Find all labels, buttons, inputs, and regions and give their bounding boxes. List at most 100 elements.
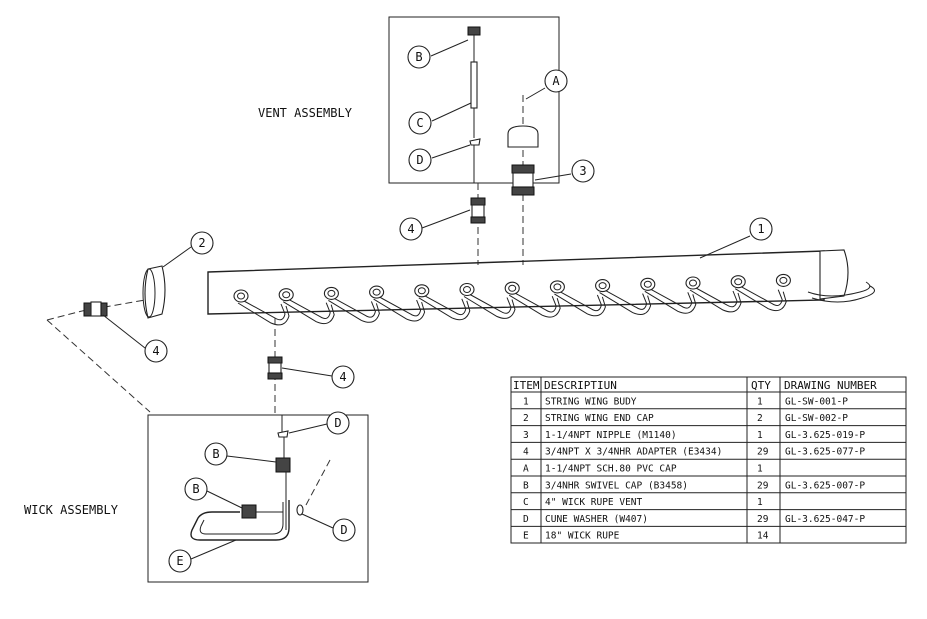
table-cell-qty: 1	[757, 464, 763, 475]
svg-text:4: 4	[152, 344, 159, 358]
table-cell-description: 3/4NPT X 3/4NHR ADAPTER (E3434)	[545, 447, 722, 458]
svg-text:B: B	[192, 482, 199, 496]
table-cell-item: 4	[523, 447, 529, 458]
table-row: 3 1-1/4NPT NIPPLE (M1140) 1 GL-3.625-019-P	[523, 430, 865, 441]
outlet-port	[685, 276, 742, 313]
table-cell-drawing-number: GL-3.625-047-P	[785, 514, 865, 525]
table-cell-qty: 29	[757, 514, 769, 525]
outlet-port	[369, 285, 426, 322]
table-cell-description: 3/4NHR SWIVEL CAP (B3458)	[545, 480, 688, 491]
outlet-port	[323, 286, 380, 323]
callout-wick-b1: B	[204, 442, 277, 466]
table-header-item: ITEM	[513, 379, 540, 392]
svg-text:2: 2	[198, 236, 205, 250]
table-cell-qty: 14	[757, 531, 769, 542]
table-cell-description: 4" WICK RUPE VENT	[545, 497, 643, 508]
table-cell-qty: 29	[757, 480, 769, 491]
callout-mid-4: 4	[281, 365, 355, 389]
table-cell-description: STRING WING BUDY	[545, 396, 637, 407]
callout-vent-c: C	[408, 102, 472, 135]
callout-vent-d: D	[408, 144, 471, 172]
table-cell-item: 3	[523, 430, 529, 441]
table-header-qty: QTY	[751, 379, 771, 392]
table-cell-description: STRING WING END CAP	[545, 413, 654, 424]
pipe-nipple	[511, 164, 535, 196]
svg-text:B: B	[415, 50, 422, 64]
mid-adapter	[267, 356, 283, 380]
table-cell-item: A	[523, 464, 529, 475]
outlet-port	[414, 284, 471, 321]
table-cell-item: E	[523, 531, 529, 542]
table-cell-description: CUNE WASHER (W407)	[545, 514, 648, 525]
wick-assembly-detail	[147, 414, 369, 583]
vent-swivel-cap	[467, 26, 481, 36]
table-row: C 4" WICK RUPE VENT 1	[523, 497, 763, 508]
table-cell-item: D	[523, 514, 529, 525]
table-row: E 18" WICK RUPE 14	[523, 531, 769, 542]
table-cell-drawing-number: GL-SW-002-P	[785, 413, 848, 424]
outlet-port	[775, 273, 791, 287]
table-cell-qty: 29	[757, 447, 769, 458]
wick-washer-side	[296, 504, 304, 516]
wick-swivel-cap-top	[275, 457, 291, 473]
svg-text:1: 1	[757, 222, 764, 236]
table-cell-qty: 1	[757, 430, 763, 441]
table-cell-qty: 1	[757, 497, 763, 508]
wick-assembly-frame	[147, 414, 369, 583]
svg-text:D: D	[334, 416, 341, 430]
table-header-drawing-number: DRAWING NUMBER	[784, 379, 877, 392]
callout-top-a: A	[525, 69, 568, 100]
vent-wick-pipe	[470, 61, 478, 109]
table-cell-item: C	[523, 497, 529, 508]
left-adapter	[83, 301, 108, 317]
table-row: D CUNE WASHER (W407) 29 GL-3.625-047-P	[523, 514, 865, 525]
table-cell-description: 1-1/4NPT SCH.80 PVC CAP	[545, 464, 677, 475]
callout-wick-d2: D	[301, 513, 356, 542]
vent-washer	[469, 138, 481, 146]
callout-wick-d1: D	[288, 411, 350, 435]
callout-left-4: 4	[102, 314, 168, 363]
svg-text:D: D	[340, 523, 347, 537]
table-cell-description: 18" WICK RUPE	[545, 531, 620, 542]
wick-washer-top	[277, 430, 289, 438]
table-cell-item: B	[523, 480, 529, 491]
svg-text:B: B	[212, 447, 219, 461]
table-cell-drawing-number: GL-SW-001-P	[785, 396, 848, 407]
outlet-port	[595, 279, 652, 315]
vent-assembly-detail	[388, 16, 560, 184]
svg-text:A: A	[552, 74, 560, 88]
pvc-cap	[507, 125, 539, 148]
table-cell-drawing-number: GL-3.625-007-P	[785, 480, 865, 491]
callout-endcap-2: 2	[162, 231, 214, 268]
table-row: 1 STRING WING BUDY 1 GL-SW-001-P	[523, 396, 848, 407]
svg-text:D: D	[416, 153, 423, 167]
table-cell-item: 1	[523, 396, 529, 407]
callout-wick-e: E	[168, 539, 237, 573]
callout-top-4: 4	[399, 209, 471, 241]
table-cell-drawing-number: GL-3.625-019-P	[785, 430, 865, 441]
vent-adapter	[470, 197, 486, 224]
body-end-cap	[819, 249, 849, 300]
table-cell-qty: 1	[757, 396, 763, 407]
vent-assembly-label: VENT ASSEMBLY	[258, 106, 353, 120]
outlet-port	[504, 281, 561, 318]
svg-text:4: 4	[339, 370, 346, 384]
table-cell-qty: 2	[757, 413, 763, 424]
outlet-port	[459, 282, 516, 319]
wick-assembly-label: WICK ASSEMBLY	[24, 503, 119, 517]
callout-vent-b: B	[407, 39, 469, 69]
table-row: B 3/4NHR SWIVEL CAP (B3458) 29 GL-3.625-007…	[523, 480, 865, 491]
callout-wick-b2: B	[184, 477, 243, 509]
callout-top-3: 3	[534, 159, 595, 183]
string-wing-body	[207, 249, 875, 326]
wick-swivel-cap-side	[241, 504, 257, 519]
table-cell-description: 1-1/4NPT NIPPLE (M1140)	[545, 430, 677, 441]
svg-text:3: 3	[579, 164, 586, 178]
outlet-port	[640, 277, 697, 314]
callout-body-1: 1	[699, 217, 773, 259]
outlet-port	[730, 275, 787, 312]
svg-text:C: C	[416, 116, 423, 130]
